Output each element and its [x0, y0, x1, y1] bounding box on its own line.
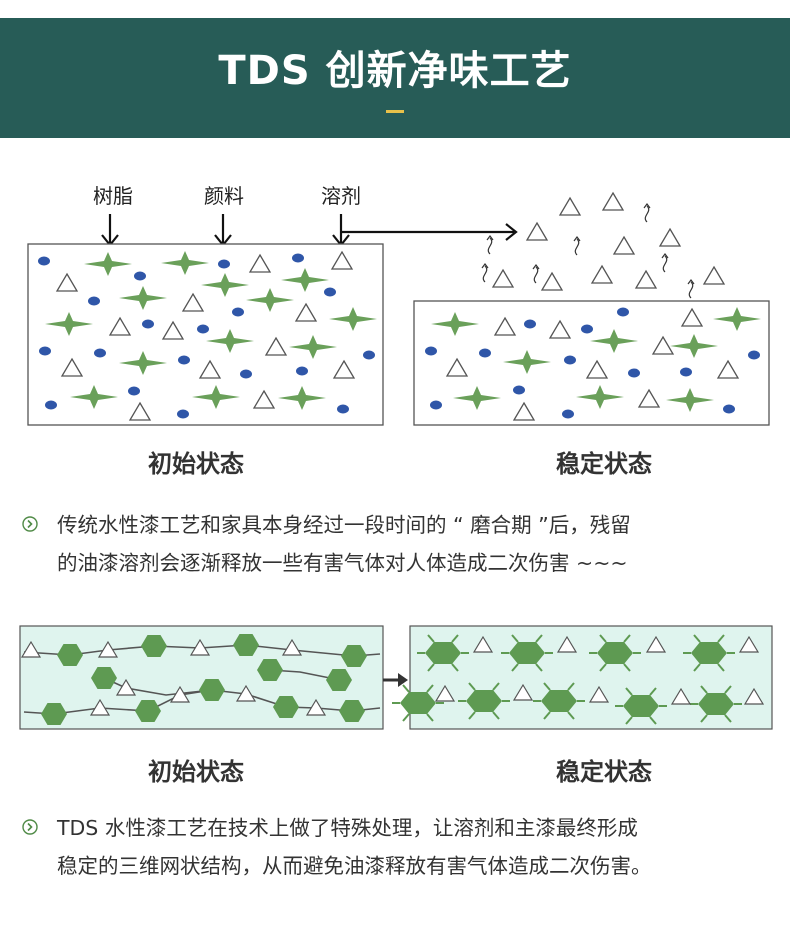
chevron-circle-icon	[22, 819, 38, 835]
caption-initial-state-2: 初始状态	[148, 758, 244, 786]
chevron-circle-icon	[22, 516, 38, 532]
caption-stable-state-1: 稳定状态	[556, 450, 652, 478]
initial-network-panel	[19, 625, 384, 730]
down-arrow-solvent	[332, 214, 350, 247]
paragraph-traditional-line1: 传统水性漆工艺和家具本身经过一段时间的 “ 磨合期 ”后，残留	[57, 513, 631, 537]
stable-network-hexagons	[391, 634, 743, 725]
stable-network-triangles	[435, 636, 764, 705]
stable-network-panel	[409, 625, 773, 730]
label-resin: 树脂	[93, 184, 133, 208]
caption-stable-state-2: 稳定状态	[556, 758, 652, 786]
diagram-solvent-release: 树脂 颜料 溶剂	[27, 184, 770, 426]
right-arrow	[341, 223, 518, 241]
paragraph-traditional: 传统水性漆工艺和家具本身经过一段时间的 “ 磨合期 ”后，残留 的油漆溶剂会逐渐…	[57, 506, 777, 582]
caption-initial-state-1: 初始状态	[148, 450, 244, 478]
stable-state-box	[413, 300, 770, 426]
released-gas-particles	[481, 192, 725, 299]
label-solvent: 溶剂	[321, 184, 361, 208]
down-arrow-pigment	[214, 214, 232, 247]
paragraph-traditional-line2: 的油漆溶剂会逐渐释放一些有害气体对人体造成二次伤害 ~~~	[57, 551, 628, 575]
polymer-chains	[23, 644, 381, 715]
panel-arrow	[383, 673, 408, 687]
label-pigment: 颜料	[204, 184, 244, 208]
paragraph-tds: TDS 水性漆工艺在技术上做了特殊处理，让溶剂和主漆最终形成 稳定的三维网状结构…	[57, 809, 777, 885]
initial-network-hexagons	[41, 634, 367, 725]
paragraph-tds-line2: 稳定的三维网状结构，从而避免油漆释放有害气体造成二次伤害。	[57, 854, 652, 878]
initial-network-triangles	[21, 639, 326, 716]
paragraph-tds-line1: TDS 水性漆工艺在技术上做了特殊处理，让溶剂和主漆最终形成	[57, 816, 638, 840]
down-arrow-resin	[101, 214, 119, 247]
page-title: TDS 创新净味工艺	[218, 48, 572, 94]
title-underline	[386, 110, 404, 113]
header-banner	[0, 18, 790, 138]
